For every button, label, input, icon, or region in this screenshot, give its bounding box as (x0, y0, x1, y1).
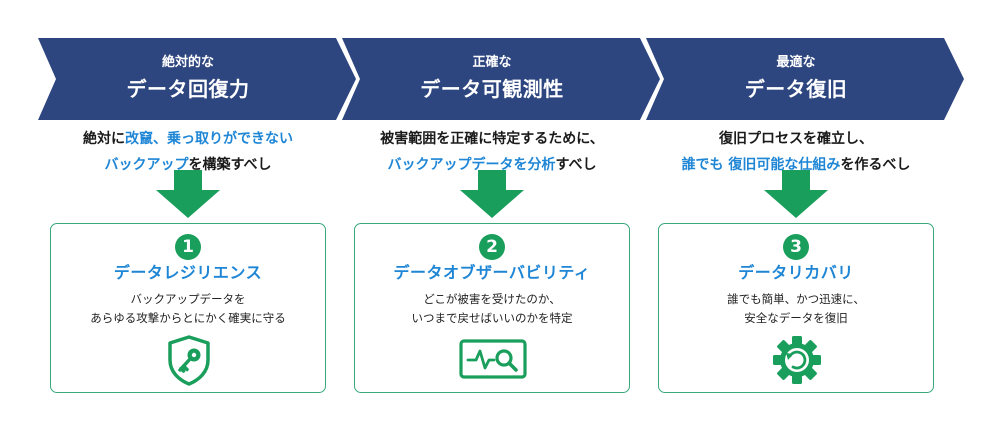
card-3: 3 データリカバリ 誰でも簡単、かつ迅速に、 安全なデータを復旧 (658, 223, 934, 393)
description: 復旧プロセスを確立し、 誰でも 復旧可能な仕組みを作るべし (681, 131, 911, 173)
header-subtitle: 正確な (472, 55, 512, 70)
header-title: データ復旧 (744, 77, 848, 101)
chevron-header-2 (342, 38, 660, 120)
down-arrow-icon (156, 170, 220, 218)
chevron-header-3 (646, 38, 964, 120)
card-title: データオブザーバビリティ (393, 263, 591, 282)
monitor-search-icon (458, 338, 528, 382)
description: 被害範囲を正確に特定するために、 バックアップデータを分析すべし (380, 131, 604, 173)
header-subtitle: 最適な (776, 55, 816, 70)
card-2: 2 データオブザーバビリティ どこが被害を受けたのか、 いつまで戻せばいいのかを… (354, 223, 630, 393)
down-arrow-icon (764, 170, 828, 218)
card-title: データレジリエンス (113, 263, 263, 282)
gear-restore-icon (772, 334, 822, 386)
column-1: 絶対的な データ回復力 絶対に改竄、乗っ取りができない バックアップを構築すべし… (38, 0, 358, 430)
header-title: データ可観測性 (420, 77, 564, 101)
down-arrow-icon (460, 170, 524, 218)
header-title: データ回復力 (126, 77, 250, 101)
step-number-badge: 2 (479, 234, 505, 260)
step-number-badge: 3 (783, 234, 809, 260)
column-3: 最適な データ復旧 復旧プロセスを確立し、 誰でも 復旧可能な仕組みを作るべし … (646, 0, 966, 430)
header-subtitle: 絶対的な (161, 55, 214, 70)
step-number-badge: 1 (175, 234, 201, 260)
description: 絶対に改竄、乗っ取りができない バックアップを構築すべし (83, 131, 293, 173)
column-2: 正確な データ可観測性 被害範囲を正確に特定するために、 バックアップデータを分… (342, 0, 662, 430)
card-description: どこが被害を受けたのか、 いつまで戻せばいいのかを特定 (411, 292, 573, 325)
card-1: 1 データレジリエンス バックアップデータを あらゆる攻撃からとにかく確実に守る (50, 223, 326, 393)
chevron-header-1 (38, 38, 356, 120)
shield-key-icon (164, 334, 214, 386)
card-description: バックアップデータを あらゆる攻撃からとにかく確実に守る (90, 292, 286, 325)
card-description: 誰でも簡単、かつ迅速に、 安全なデータを復旧 (727, 292, 865, 325)
card-title: データリカバリ (738, 263, 854, 282)
